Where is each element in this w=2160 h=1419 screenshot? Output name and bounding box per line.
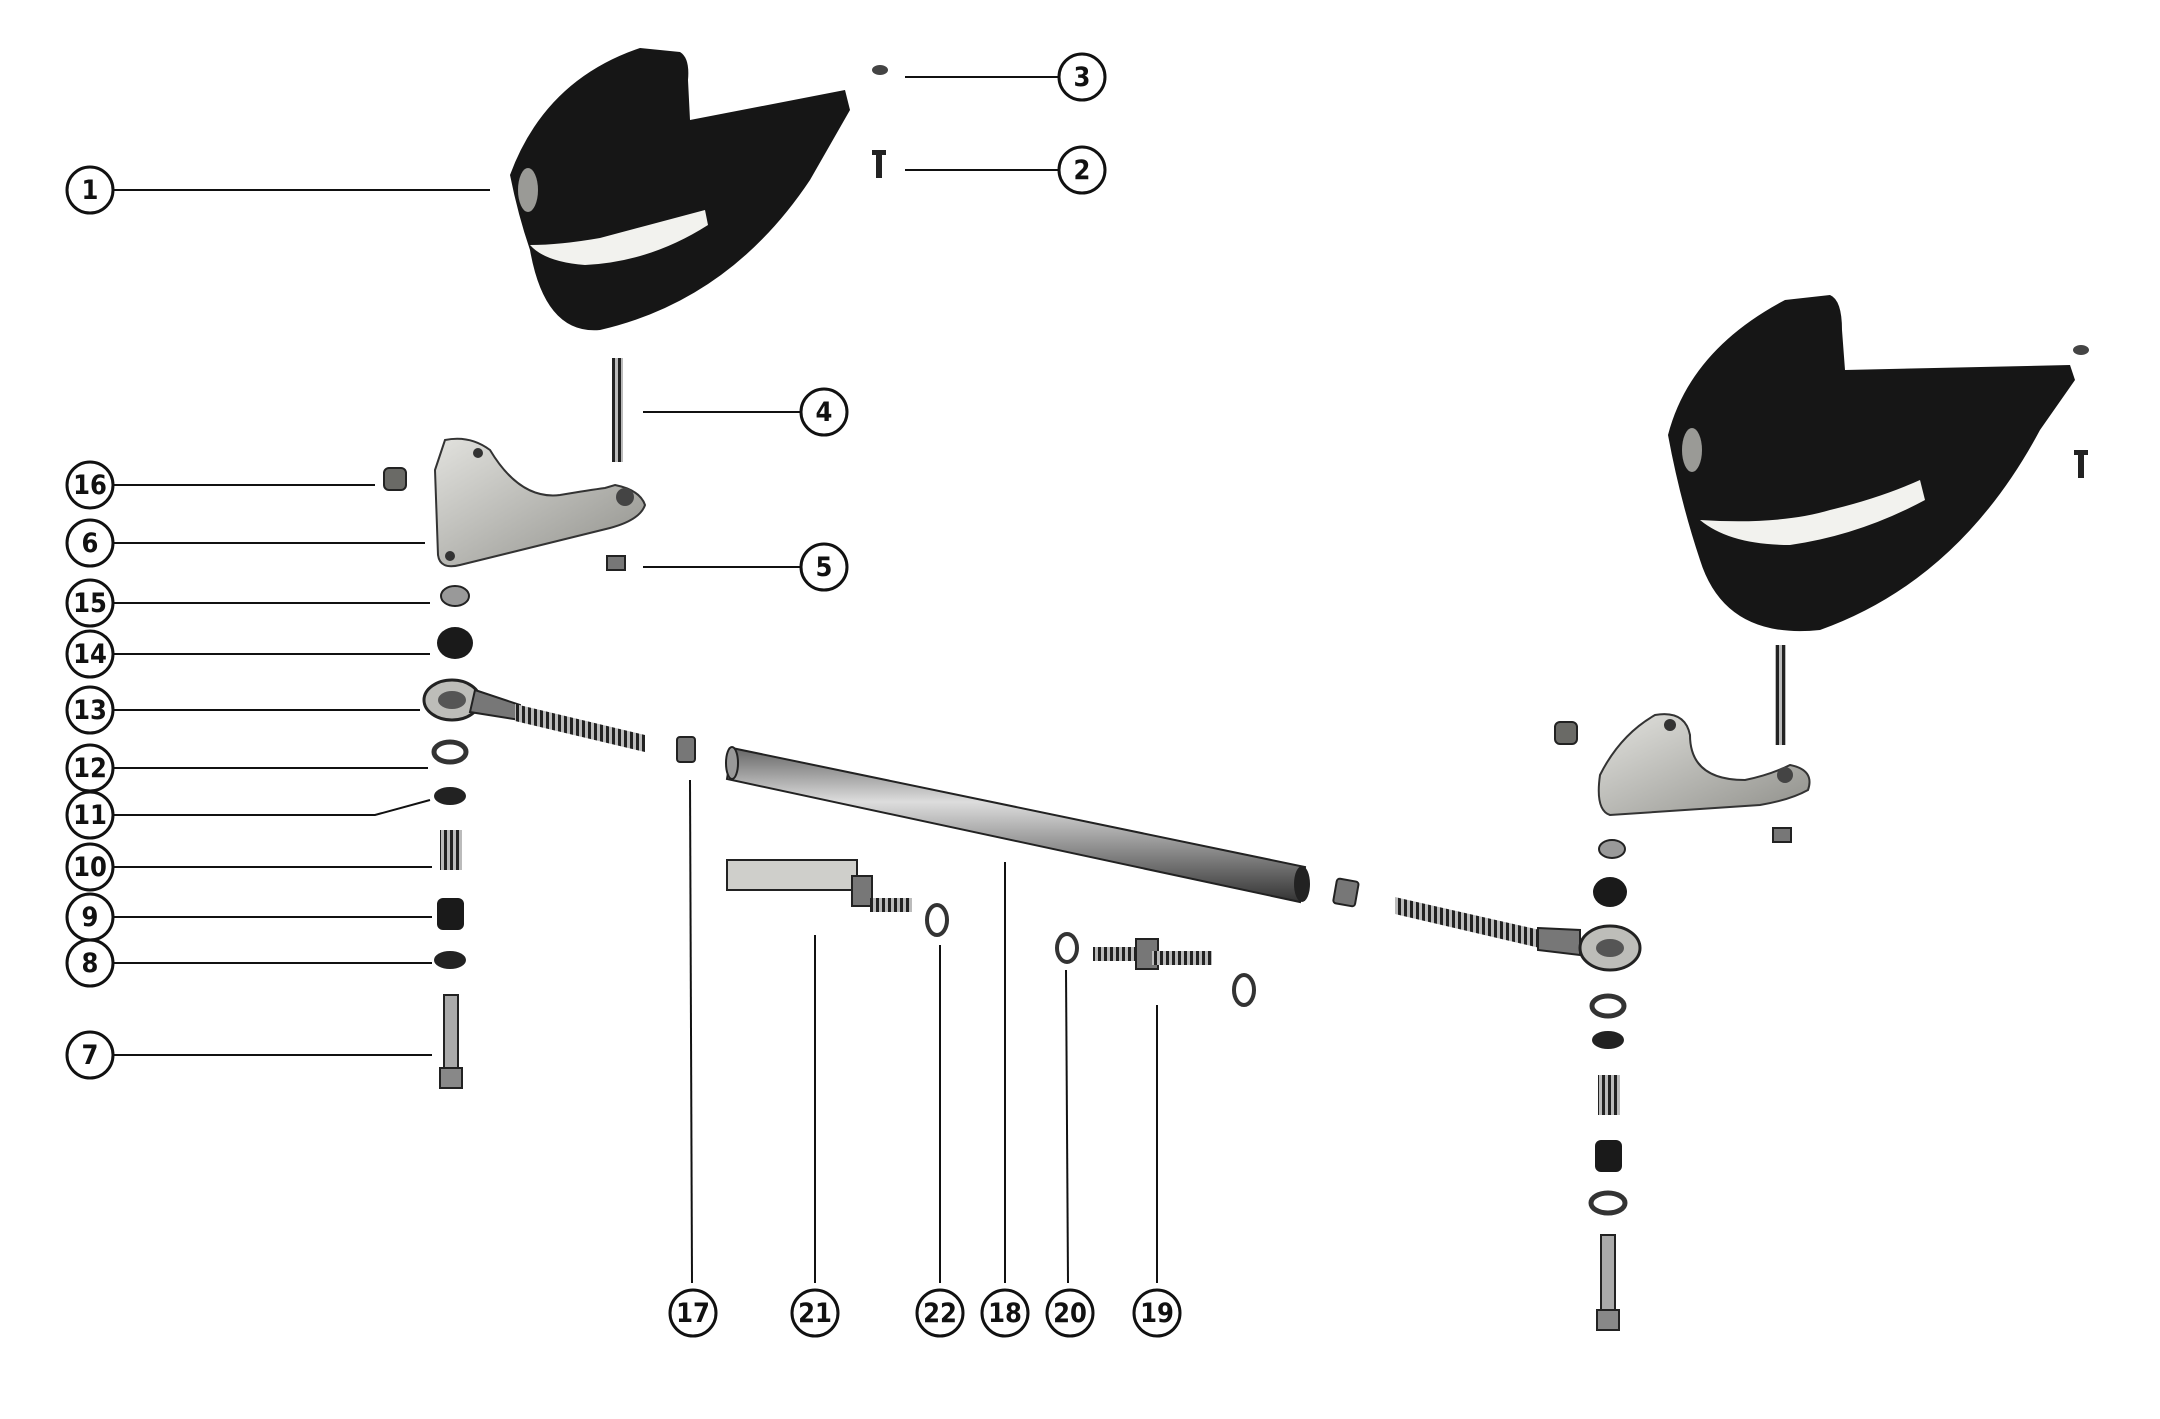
right-washer-b — [1592, 1031, 1624, 1049]
callout-9: 9 — [65, 892, 115, 942]
washer-11 — [434, 787, 466, 805]
callout-2: 2 — [1057, 145, 1107, 195]
stud-4 — [612, 358, 623, 462]
callout-1: 1 — [65, 165, 115, 215]
svg-text:22: 22 — [923, 1298, 957, 1329]
svg-text:20: 20 — [1053, 1298, 1087, 1329]
callout-22: 22 — [915, 1288, 965, 1338]
right-cap-nut — [1554, 721, 1578, 745]
bushing-14 — [437, 627, 473, 659]
bushing-9 — [437, 898, 464, 930]
tube-18 — [725, 746, 1310, 904]
callout-6: 6 — [65, 518, 115, 568]
right-spring — [1598, 1075, 1620, 1115]
svg-text:12: 12 — [73, 753, 107, 784]
svg-text:10: 10 — [73, 852, 107, 883]
callout-21: 21 — [790, 1288, 840, 1338]
svg-text:18: 18 — [988, 1298, 1022, 1329]
callout-3: 3 — [1057, 52, 1107, 102]
svg-text:8: 8 — [82, 948, 99, 979]
callout-10: 10 — [65, 842, 115, 892]
square-nut-5 — [606, 555, 626, 571]
leader-lines — [113, 76, 1158, 1284]
right-mounting-bracket — [1597, 713, 1811, 817]
right-screw — [2074, 450, 2088, 478]
callout-18: 18 — [980, 1288, 1030, 1338]
screw-2 — [872, 150, 886, 178]
callout-15: 15 — [65, 578, 115, 628]
svg-text:2: 2 — [1074, 155, 1091, 186]
callout-14: 14 — [65, 629, 115, 679]
svg-text:9: 9 — [82, 902, 99, 933]
mounting-bracket-6 — [433, 437, 647, 568]
washer-8 — [434, 951, 466, 969]
washer-19b — [1232, 973, 1256, 1007]
svg-text:7: 7 — [82, 1040, 99, 1071]
callout-13: 13 — [65, 685, 115, 735]
callout-17: 17 — [668, 1288, 718, 1338]
adapter-21 — [726, 859, 912, 912]
right-bushing-bottom — [1595, 1140, 1622, 1172]
svg-text:13: 13 — [73, 695, 107, 726]
svg-text:6: 6 — [82, 528, 99, 559]
right-tie-rod-end — [1332, 877, 1642, 972]
svg-text:11: 11 — [73, 800, 107, 831]
svg-text:4: 4 — [816, 397, 833, 428]
callout-12: 12 — [65, 743, 115, 793]
connector-stud-19 — [1093, 938, 1212, 970]
callout-8: 8 — [65, 938, 115, 988]
washer-22 — [925, 903, 949, 937]
svg-text:17: 17 — [676, 1298, 710, 1329]
callout-19: 19 — [1132, 1288, 1182, 1338]
washer-20 — [1055, 932, 1079, 964]
svg-text:21: 21 — [798, 1298, 832, 1329]
callout-16: 16 — [65, 460, 115, 510]
spring-10 — [440, 830, 462, 870]
cap-nut-16 — [383, 467, 407, 491]
right-washer-a — [1589, 993, 1627, 1019]
right-square-nut — [1772, 827, 1792, 843]
svg-text:19: 19 — [1140, 1298, 1174, 1329]
washer-12 — [431, 739, 469, 765]
svg-text:16: 16 — [73, 470, 107, 501]
right-clamp-bracket — [1668, 295, 2075, 632]
right-bolt — [1596, 1234, 1620, 1331]
left-clamp-bracket — [510, 48, 850, 331]
nut-3 — [872, 65, 888, 75]
right-washer-c — [1588, 1190, 1628, 1216]
right-stud — [1775, 645, 1786, 745]
right-bushing-top — [1593, 877, 1627, 907]
svg-text:15: 15 — [73, 588, 107, 619]
right-nut-top — [1598, 839, 1626, 859]
right-nut — [2073, 345, 2089, 355]
tie-rod-end-13 — [422, 678, 645, 752]
svg-text:14: 14 — [73, 639, 107, 670]
nut-15 — [440, 585, 470, 607]
nut-17 — [676, 736, 696, 763]
callout-11: 11 — [65, 790, 115, 840]
svg-text:5: 5 — [816, 552, 833, 583]
callout-4: 4 — [799, 387, 849, 437]
callout-20: 20 — [1045, 1288, 1095, 1338]
callout-7: 7 — [65, 1030, 115, 1080]
callout-5: 5 — [799, 542, 849, 592]
svg-text:1: 1 — [82, 175, 99, 206]
bolt-7 — [439, 994, 463, 1089]
svg-text:3: 3 — [1074, 62, 1091, 93]
